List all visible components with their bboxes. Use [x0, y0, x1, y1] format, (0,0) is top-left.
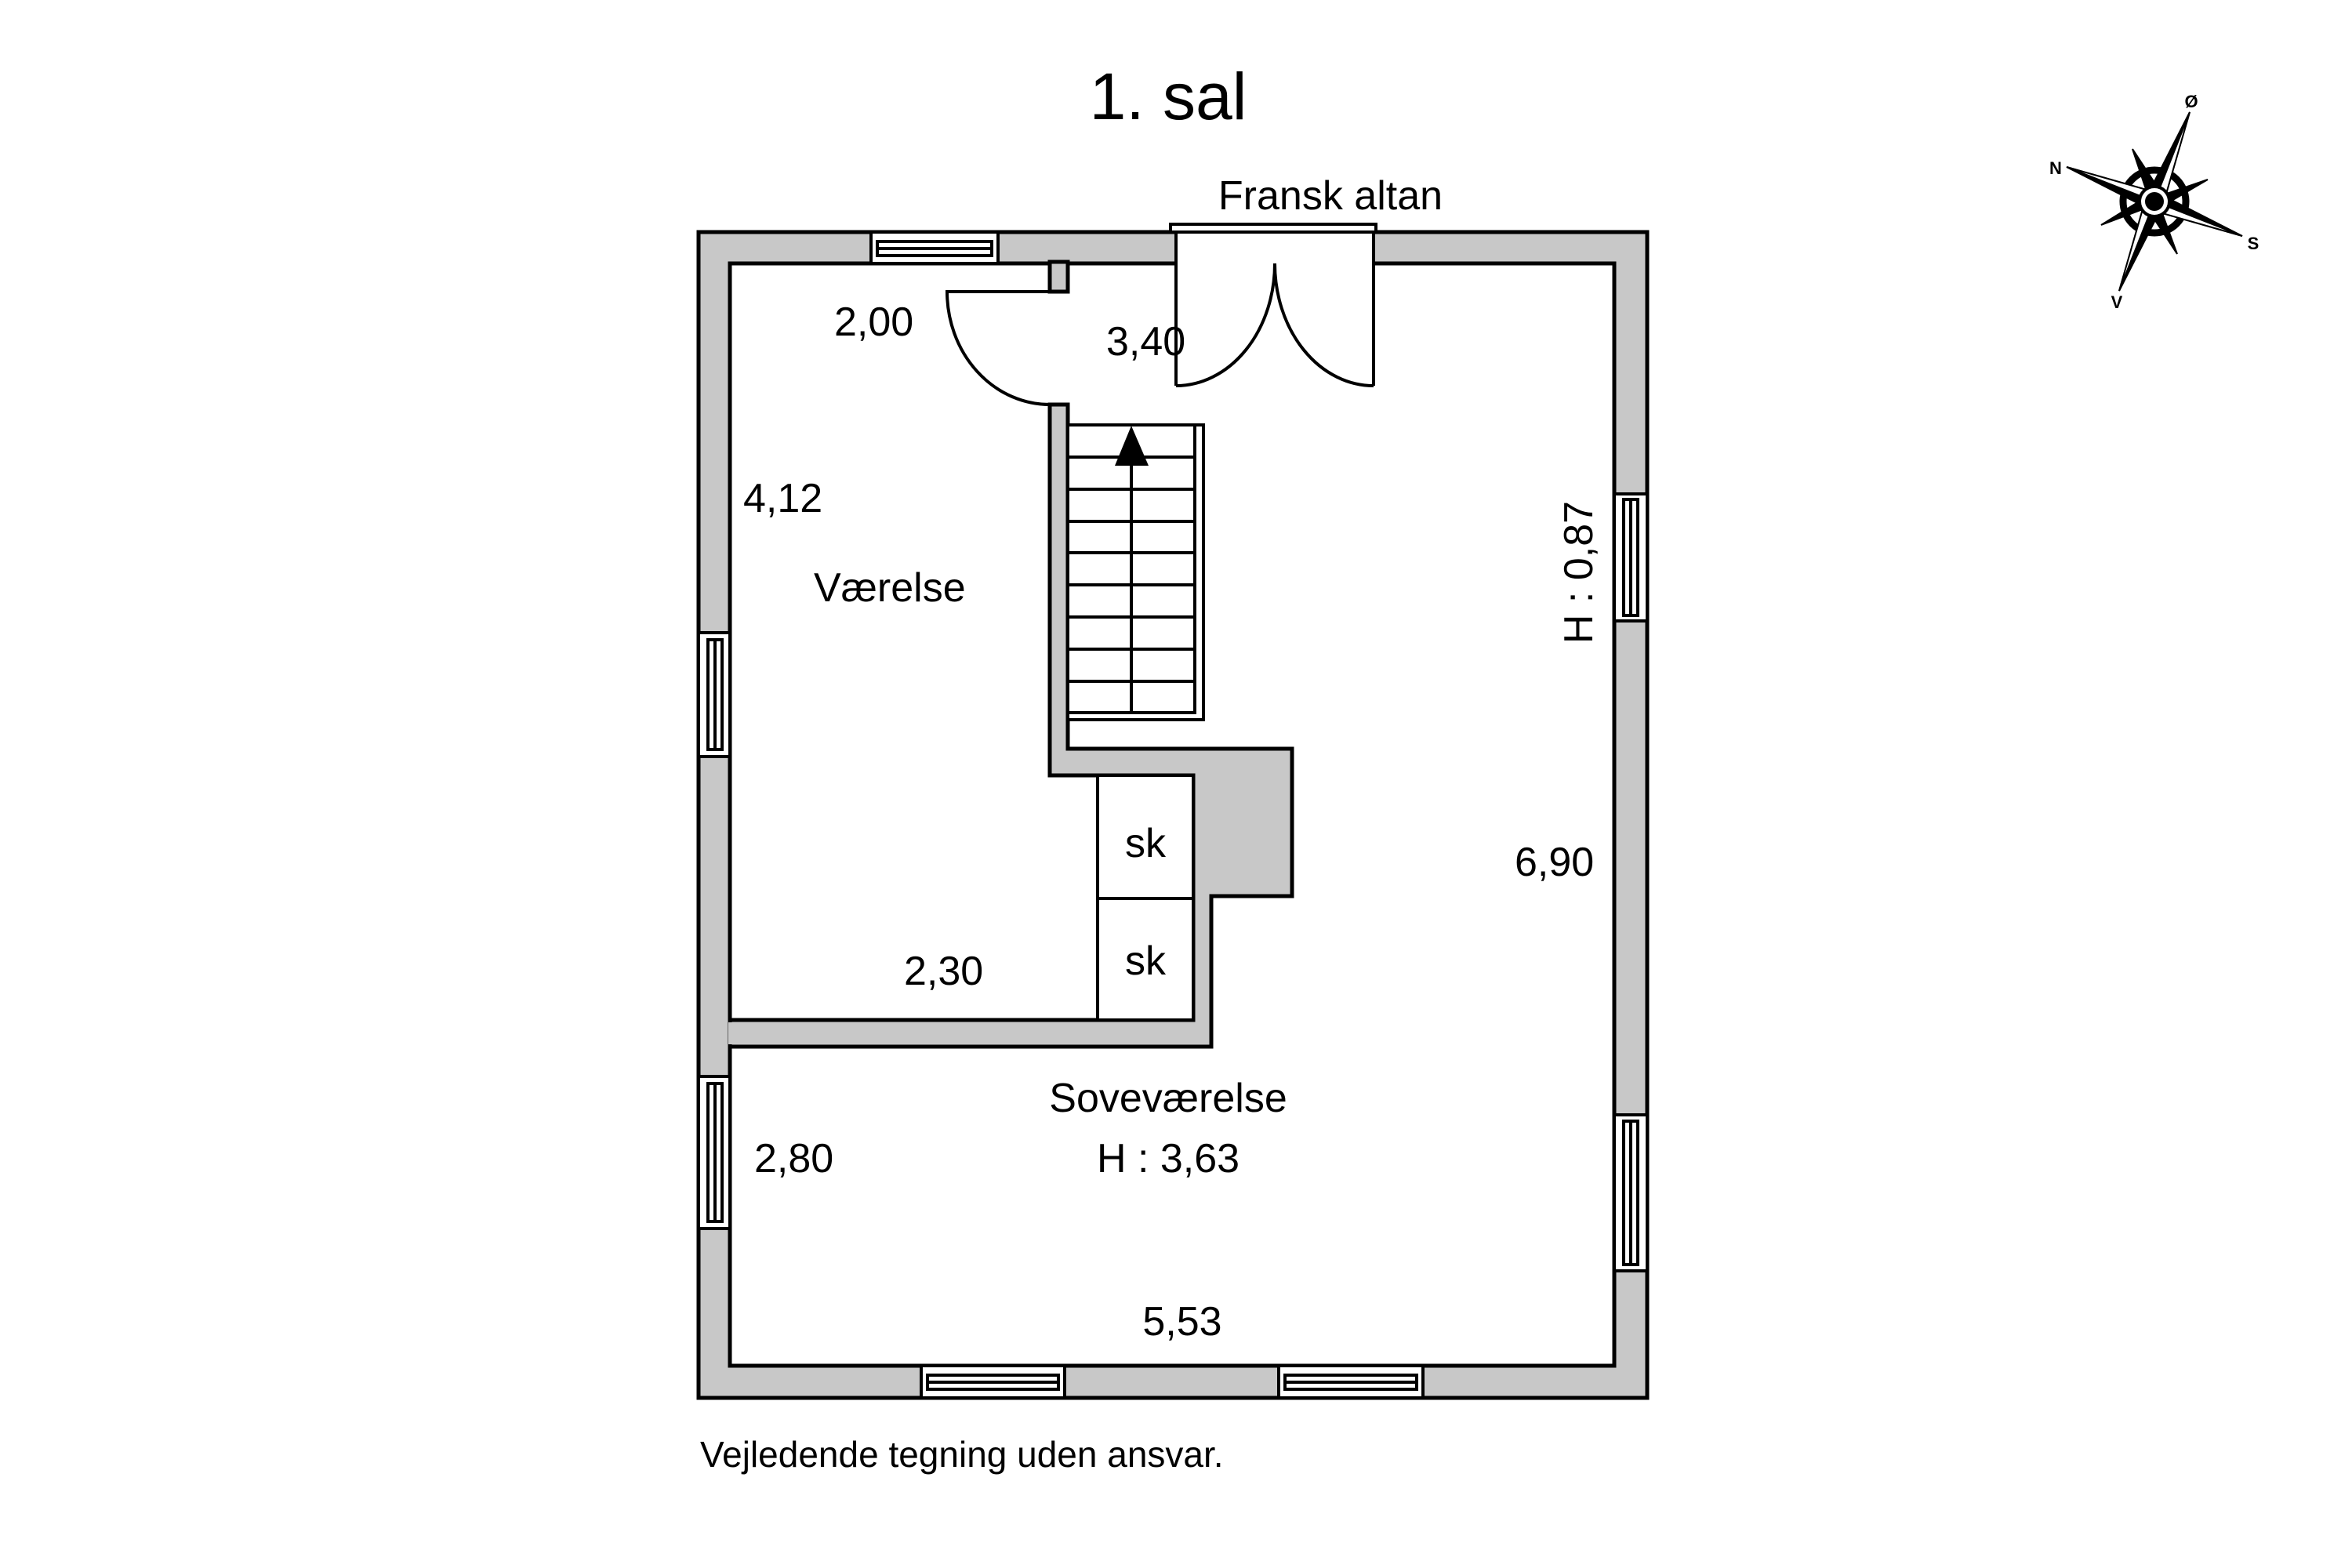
vaerelse-name: Værelse: [814, 565, 966, 611]
compass-south: S: [2248, 234, 2259, 253]
hall-dim-top: 3,40: [1106, 319, 1185, 365]
sovevaerelse-dim-bottom: 5,53: [1142, 1299, 1221, 1345]
door-vaerelse[interactable]: [945, 290, 1051, 406]
staircase: [1066, 423, 1205, 721]
window-bottom-right: [1277, 1364, 1425, 1399]
window-right-lower: [1613, 1113, 1649, 1272]
right-height-label: H : 0,87: [1556, 501, 1602, 644]
footer-note: Vejledende tegning uden ansvar.: [700, 1434, 1224, 1475]
window-left-upper: [697, 631, 731, 758]
stair-arrow-up-icon: [1115, 426, 1149, 466]
compass-west: V: [2111, 292, 2123, 312]
vaerelse-dim-top: 2,00: [834, 299, 913, 345]
vaerelse-dim-side: 4,12: [743, 476, 822, 521]
window-bottom-left: [920, 1364, 1066, 1399]
sovevaerelse-height: H : 3,63: [1097, 1136, 1240, 1181]
closet-label-1: sk: [1125, 821, 1167, 866]
window-top: [869, 230, 1000, 265]
window-left-lower: [697, 1075, 731, 1230]
balcony-label: Fransk altan: [1218, 173, 1443, 219]
compass-north: N: [2049, 158, 2062, 178]
sovevaerelse-name: Soveværelse: [1049, 1076, 1287, 1121]
page-title: 1. sal: [1090, 60, 1247, 133]
compass-east: Ø: [2184, 92, 2198, 111]
closets: sk sk: [1096, 774, 1195, 1022]
closet-label-2: sk: [1125, 938, 1167, 984]
sovevaerelse-dim-right: 6,90: [1515, 840, 1594, 885]
window-right-upper: [1613, 492, 1649, 622]
vaerelse-dim-bottom: 2,30: [904, 949, 983, 994]
french-balcony-door[interactable]: [1169, 223, 1377, 387]
sovevaerelse-dim-side: 2,80: [754, 1136, 833, 1181]
compass-rose-icon: N Ø S V: [2049, 92, 2259, 312]
